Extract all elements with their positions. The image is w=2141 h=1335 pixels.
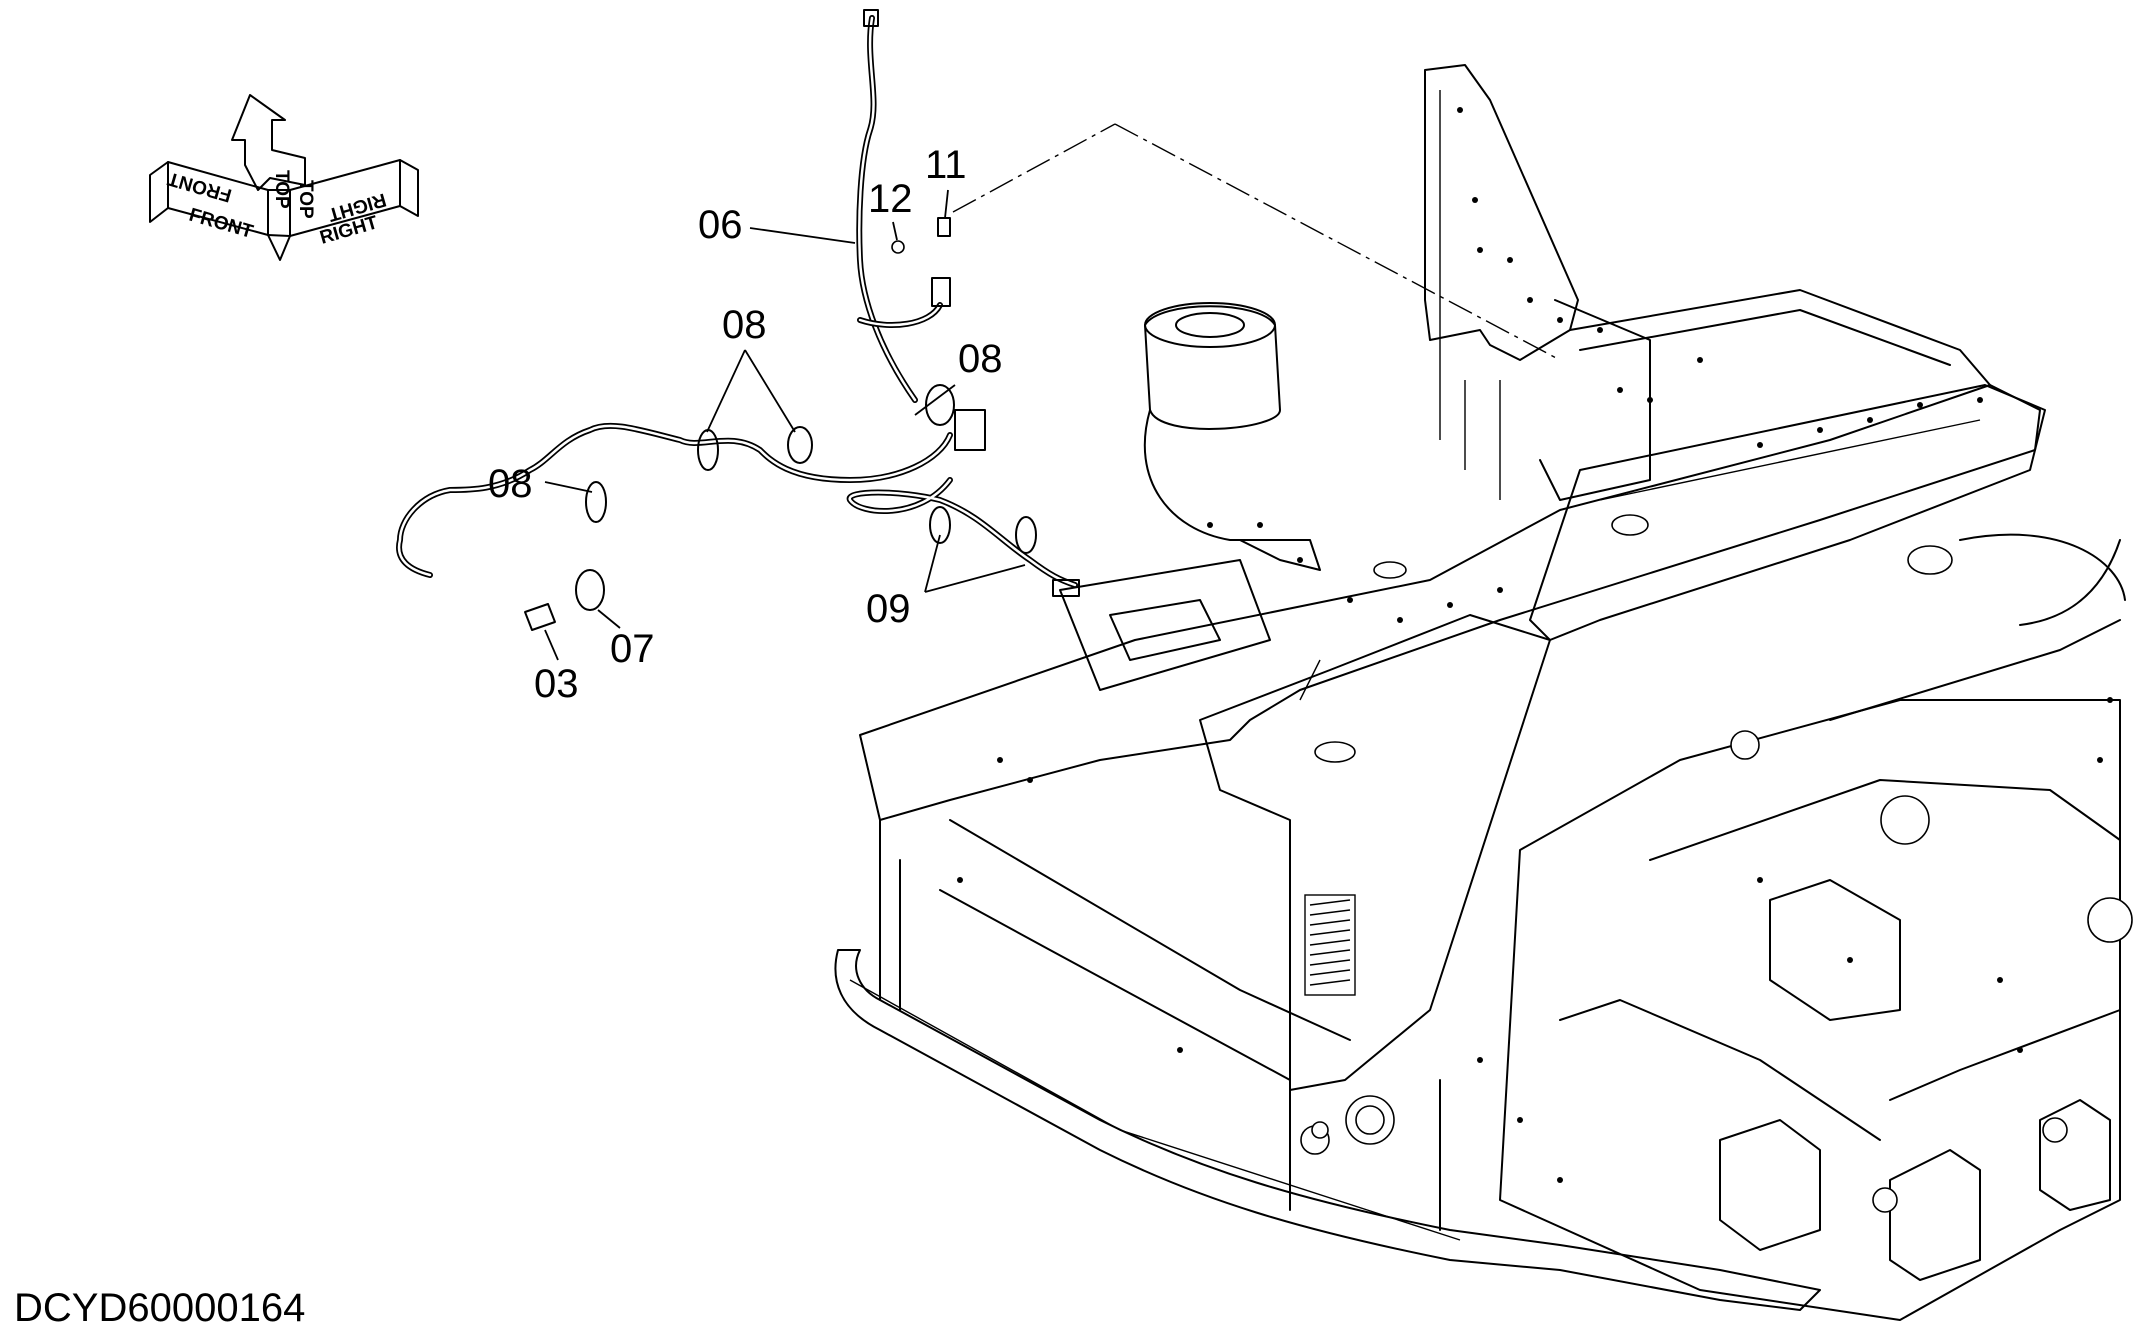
clamp-icon-2 [697, 429, 719, 471]
assembly-center-lines [952, 123, 1561, 361]
callout-07: 07 [610, 627, 655, 671]
orientation-indicator: FRONT FRONT TOP TOP RIGHT RIGHT [149, 94, 419, 261]
part-callouts: 11 12 06 08 08 08 09 07 03 [488, 143, 1026, 706]
callout-03: 03 [534, 662, 579, 706]
rivets [957, 107, 2113, 1183]
connector-end-icon [1052, 579, 1080, 597]
upper-structure-frame [834, 64, 2133, 1321]
callout-08-top: 08 [722, 303, 767, 347]
orientation-front-mirror-label: FRONT [165, 167, 234, 205]
orientation-front-label: FRONT [187, 205, 256, 243]
clamp-icon-5 [1015, 516, 1037, 554]
orientation-top-mirror-label: TOP [295, 180, 316, 219]
callout-08-left: 08 [488, 462, 533, 506]
callout-06: 06 [698, 203, 743, 247]
callout-08-right: 08 [958, 337, 1003, 381]
bolt-icon [891, 240, 905, 254]
callout-11: 11 [925, 143, 967, 187]
clamp-icon [585, 481, 607, 523]
switch-bracket-icon [575, 569, 605, 611]
orientation-top-label: TOP [271, 170, 292, 209]
relay-icon [937, 217, 951, 237]
pressure-switch-icon [524, 603, 556, 631]
harness-junction-icon [954, 409, 986, 451]
callout-09: 09 [866, 587, 911, 631]
vent-grille-icon [1304, 894, 1356, 996]
harness-connectors [524, 9, 1080, 631]
clamp-icon-3 [787, 426, 813, 464]
connector-top-icon [863, 9, 879, 27]
relay-base-icon [931, 277, 951, 307]
clamp-icon-6 [929, 506, 951, 544]
callout-12: 12 [868, 177, 913, 221]
wire-harness [396, 15, 1078, 588]
drawing-code-label: DCYD60000164 [14, 1286, 306, 1330]
clamp-icon-4 [925, 384, 955, 426]
